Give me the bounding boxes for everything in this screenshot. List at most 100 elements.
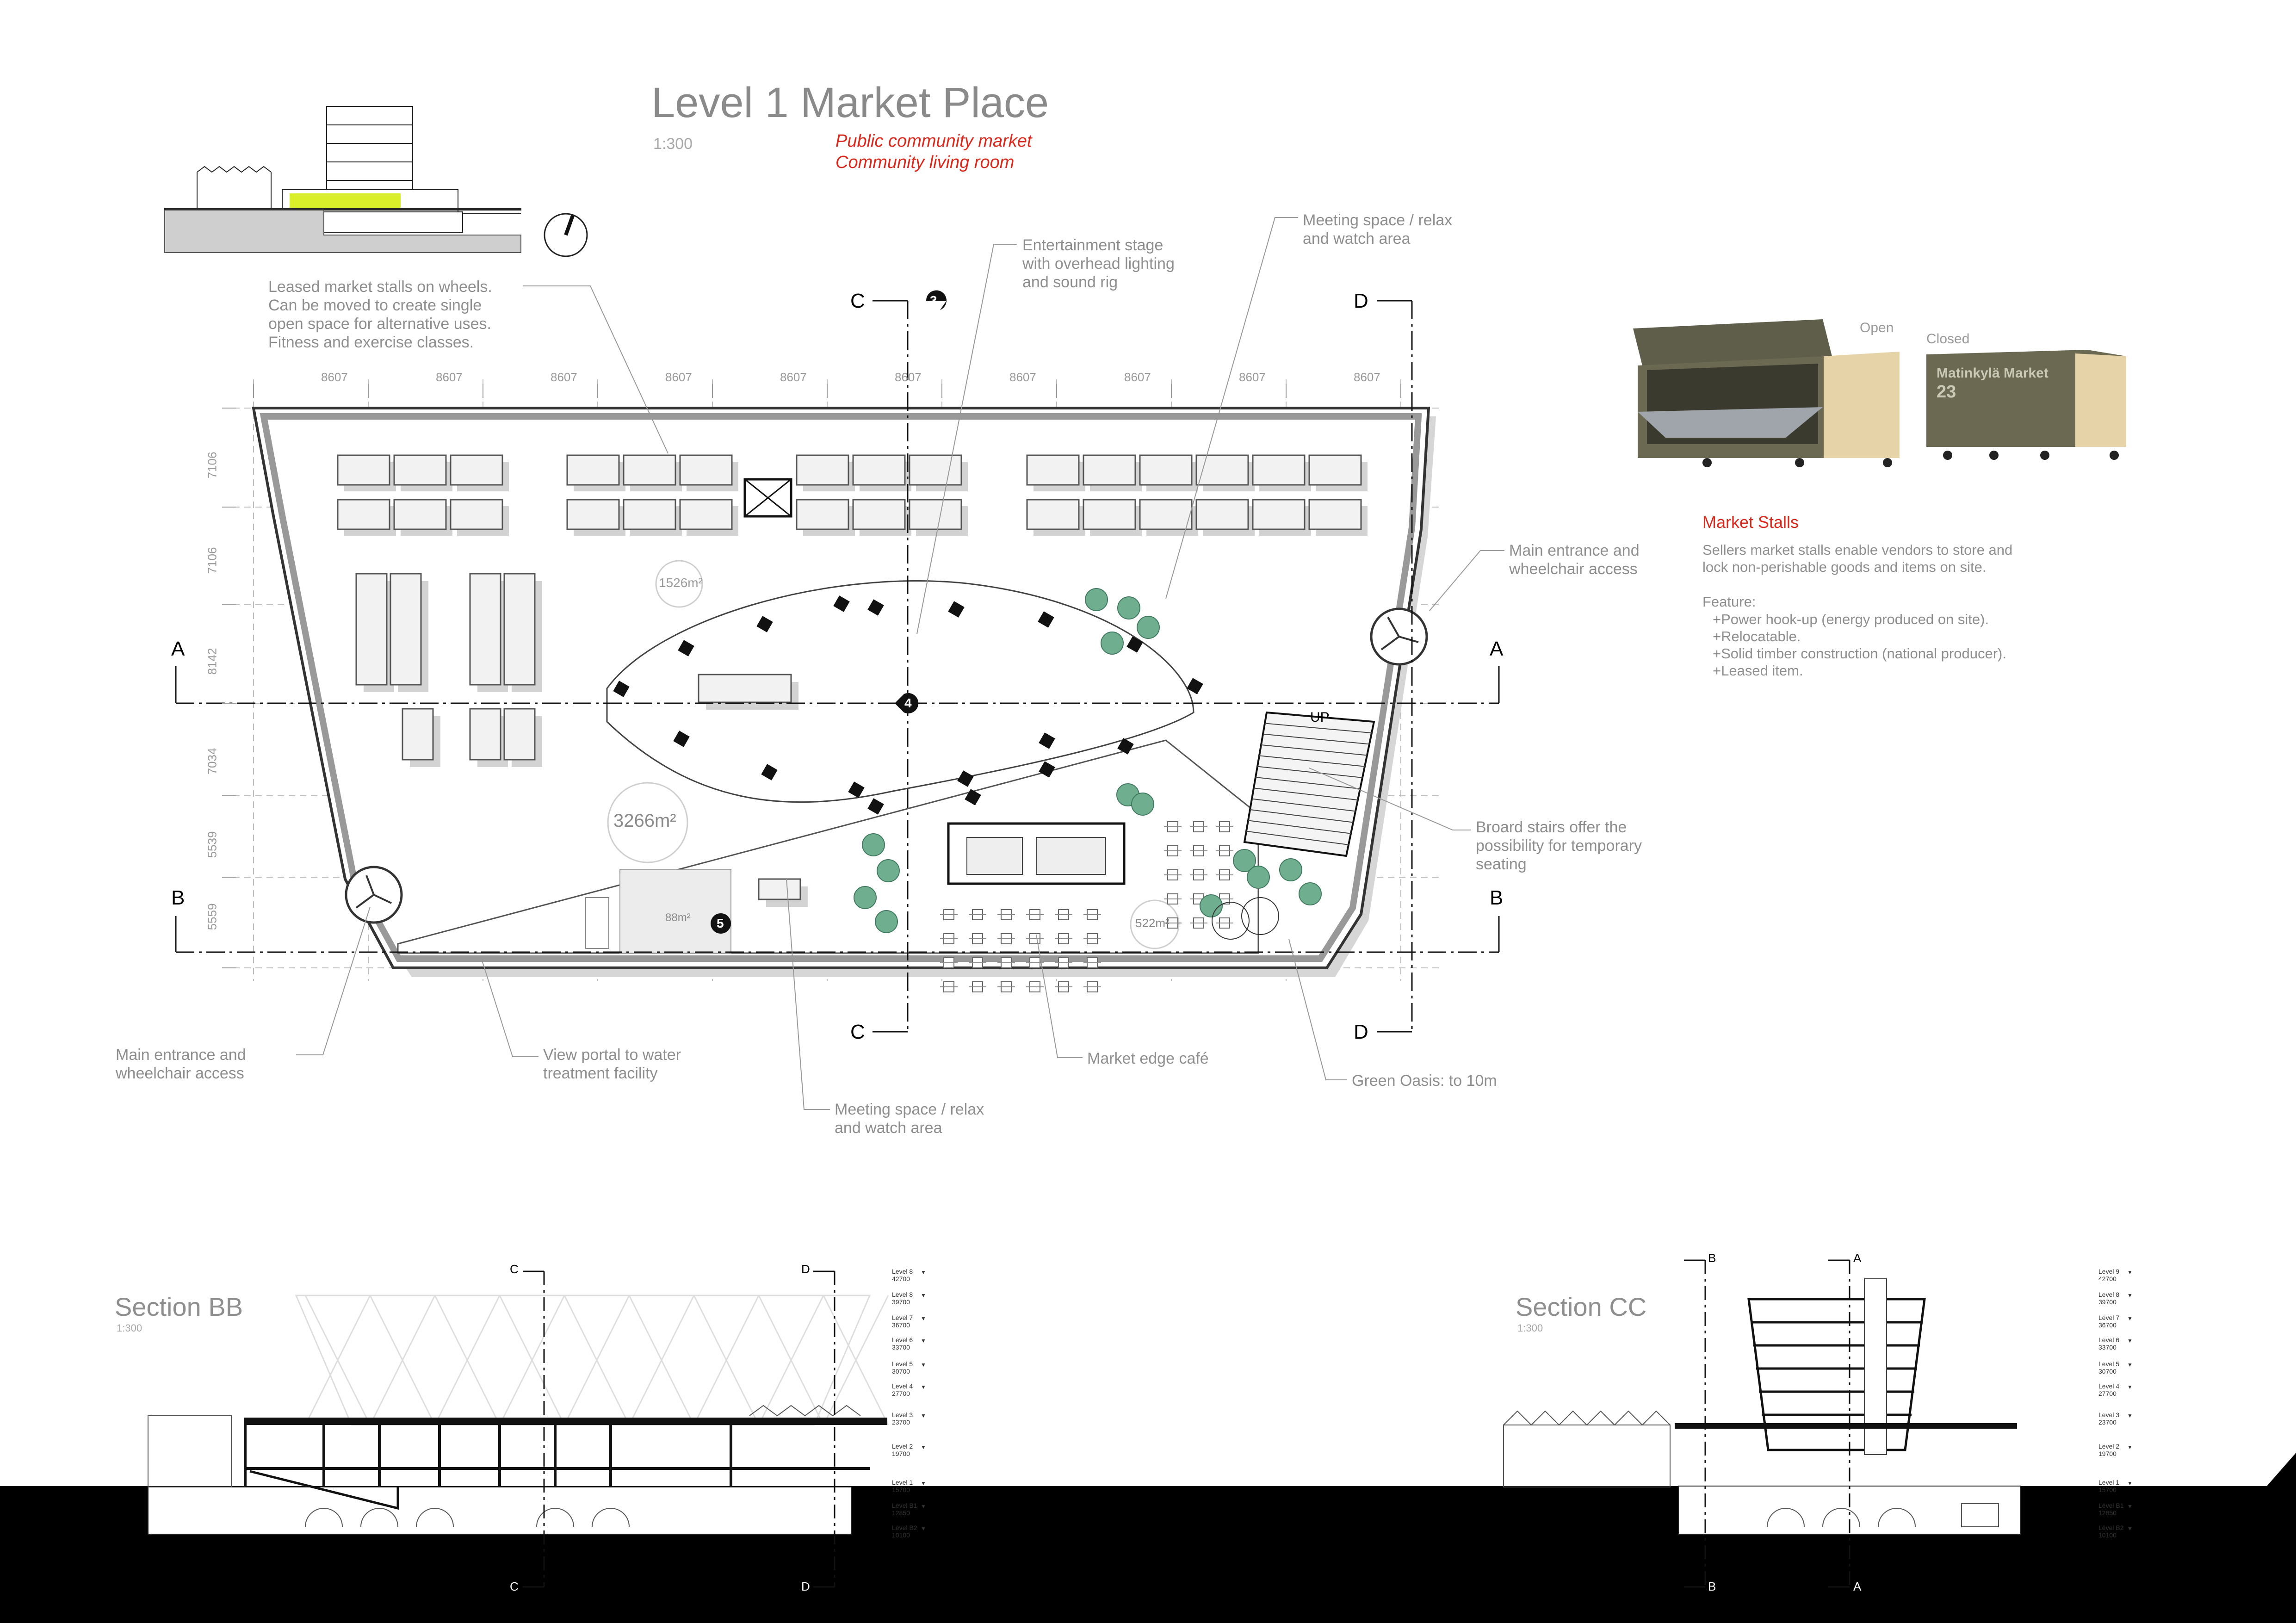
market-stall-blocks [355, 573, 808, 907]
lounge-chair [867, 599, 884, 616]
subtitle-line: Public community market [835, 131, 1032, 151]
tree [1137, 616, 1160, 639]
note-line: Fitness and exercise classes. [268, 334, 474, 351]
level-value: 19700 [2098, 1450, 2117, 1457]
level-value: 12850 [892, 1509, 910, 1517]
lounge-chair [756, 616, 773, 632]
level-name: Level 2 [892, 1443, 913, 1450]
level-triangle-icon: ▼ [921, 1338, 926, 1344]
stair-tread [1253, 787, 1358, 801]
level-triangle-icon: ▼ [921, 1292, 926, 1299]
level-triangle-icon: ▼ [2127, 1292, 2133, 1299]
level-triangle-icon: ▼ [2127, 1444, 2133, 1450]
note-meeting-bottom: Meeting space / relax and watch area [835, 1100, 984, 1137]
level-triangle-icon: ▼ [921, 1315, 926, 1322]
market-stall [1308, 454, 1362, 486]
section-bb-marker: D [801, 1262, 810, 1276]
market-stall-block [503, 708, 536, 761]
market-stall-block [390, 573, 422, 686]
entrance-revolving-door-right [1370, 607, 1428, 666]
lattice-strut [693, 1295, 760, 1425]
level-value: 15700 [892, 1486, 910, 1493]
lounge-chair [948, 601, 965, 618]
level-name: Level 3 [892, 1411, 913, 1419]
column-dim: 8607 [436, 370, 463, 384]
level-highlight [290, 193, 401, 208]
level-triangle-icon: ▼ [921, 1503, 926, 1510]
description-line: lock non-perishable goods and items on s… [1702, 559, 1987, 575]
market-stall-block [698, 674, 792, 703]
level-triangle-icon: ▼ [2127, 1269, 2133, 1276]
section-marker-d-bottom: D [1354, 1021, 1368, 1043]
area-label: 1526m² [659, 576, 703, 590]
level-triangle-icon: ▼ [2127, 1503, 2133, 1510]
stair-tread [1246, 830, 1349, 845]
market-stall [1139, 454, 1193, 486]
lounge-chair [1187, 678, 1203, 694]
market-stall-block [355, 573, 388, 686]
note-line: and watch area [835, 1119, 942, 1137]
description-line: Sellers market stalls enable vendors to … [1702, 542, 2013, 558]
section-cc-marker: A [1853, 1580, 1862, 1593]
column-dim: 8607 [551, 370, 577, 384]
note-line: Green Oasis: to 10m [1352, 1072, 1497, 1090]
level-value: 19700 [892, 1450, 910, 1457]
canopy-outline [1212, 902, 1250, 940]
section-marker-a-left: A [171, 638, 185, 660]
row-dim: 7106 [205, 547, 219, 574]
note-line: and sound rig [1022, 273, 1118, 291]
level-name: Level 1 [2098, 1479, 2120, 1486]
level-value: 36700 [2098, 1321, 2117, 1329]
tree [1299, 882, 1322, 905]
callout-number: 4 [904, 696, 912, 710]
key-plan-elevation [164, 106, 521, 253]
section-marker-d-top: D [1354, 290, 1368, 312]
row-dim: 7106 [205, 452, 219, 479]
feature-item: +Leased item. [1713, 663, 1803, 679]
market-stall-block [758, 878, 801, 900]
note-line: wheelchair access [116, 1065, 244, 1082]
note-line: open space for alternative uses. [268, 315, 491, 333]
section-bb-scale: 1:300 [117, 1322, 142, 1334]
market-stall-rows [337, 454, 1368, 536]
section-marker-b-left: B [171, 886, 185, 909]
column-dim: 8607 [665, 370, 692, 384]
column-dim: 8607 [1124, 370, 1151, 384]
canopy-outline [1241, 897, 1279, 935]
market-stall [796, 454, 849, 486]
section-bb-marker: C [510, 1262, 519, 1276]
section-bb-drawing [0, 1270, 2296, 1623]
market-stall [1139, 499, 1193, 530]
level-name: Level 7 [2098, 1314, 2120, 1321]
market-stall [1195, 454, 1249, 486]
callout-marker-3 [926, 290, 947, 310]
market-stall [1083, 454, 1136, 486]
tree [1085, 588, 1108, 611]
callout-marker-4 [895, 693, 919, 713]
level-value: 36700 [892, 1321, 910, 1329]
building-outline [252, 407, 1430, 969]
note-line: Meeting space / relax [1303, 211, 1453, 229]
level-value: 33700 [892, 1344, 910, 1351]
row-dim: 5559 [205, 903, 219, 930]
market-stall [1308, 499, 1362, 530]
stair-tread [1261, 744, 1368, 756]
subtitle: Public community market Community living… [835, 130, 1032, 173]
lattice-strut [434, 1295, 501, 1425]
market-stall-block [503, 573, 536, 686]
note-line: Meeting space / relax [835, 1101, 984, 1118]
note-line: Main entrance and [116, 1046, 246, 1064]
level-name: Level 5 [2098, 1360, 2120, 1368]
level-name: Level 9 [2098, 1268, 2120, 1275]
note-cafe: Market edge café [1087, 1049, 1209, 1068]
level-triangle-icon: ▼ [921, 1362, 926, 1368]
page-title: Level 1 Market Place [651, 79, 1049, 126]
level-value: 42700 [2098, 1275, 2117, 1282]
